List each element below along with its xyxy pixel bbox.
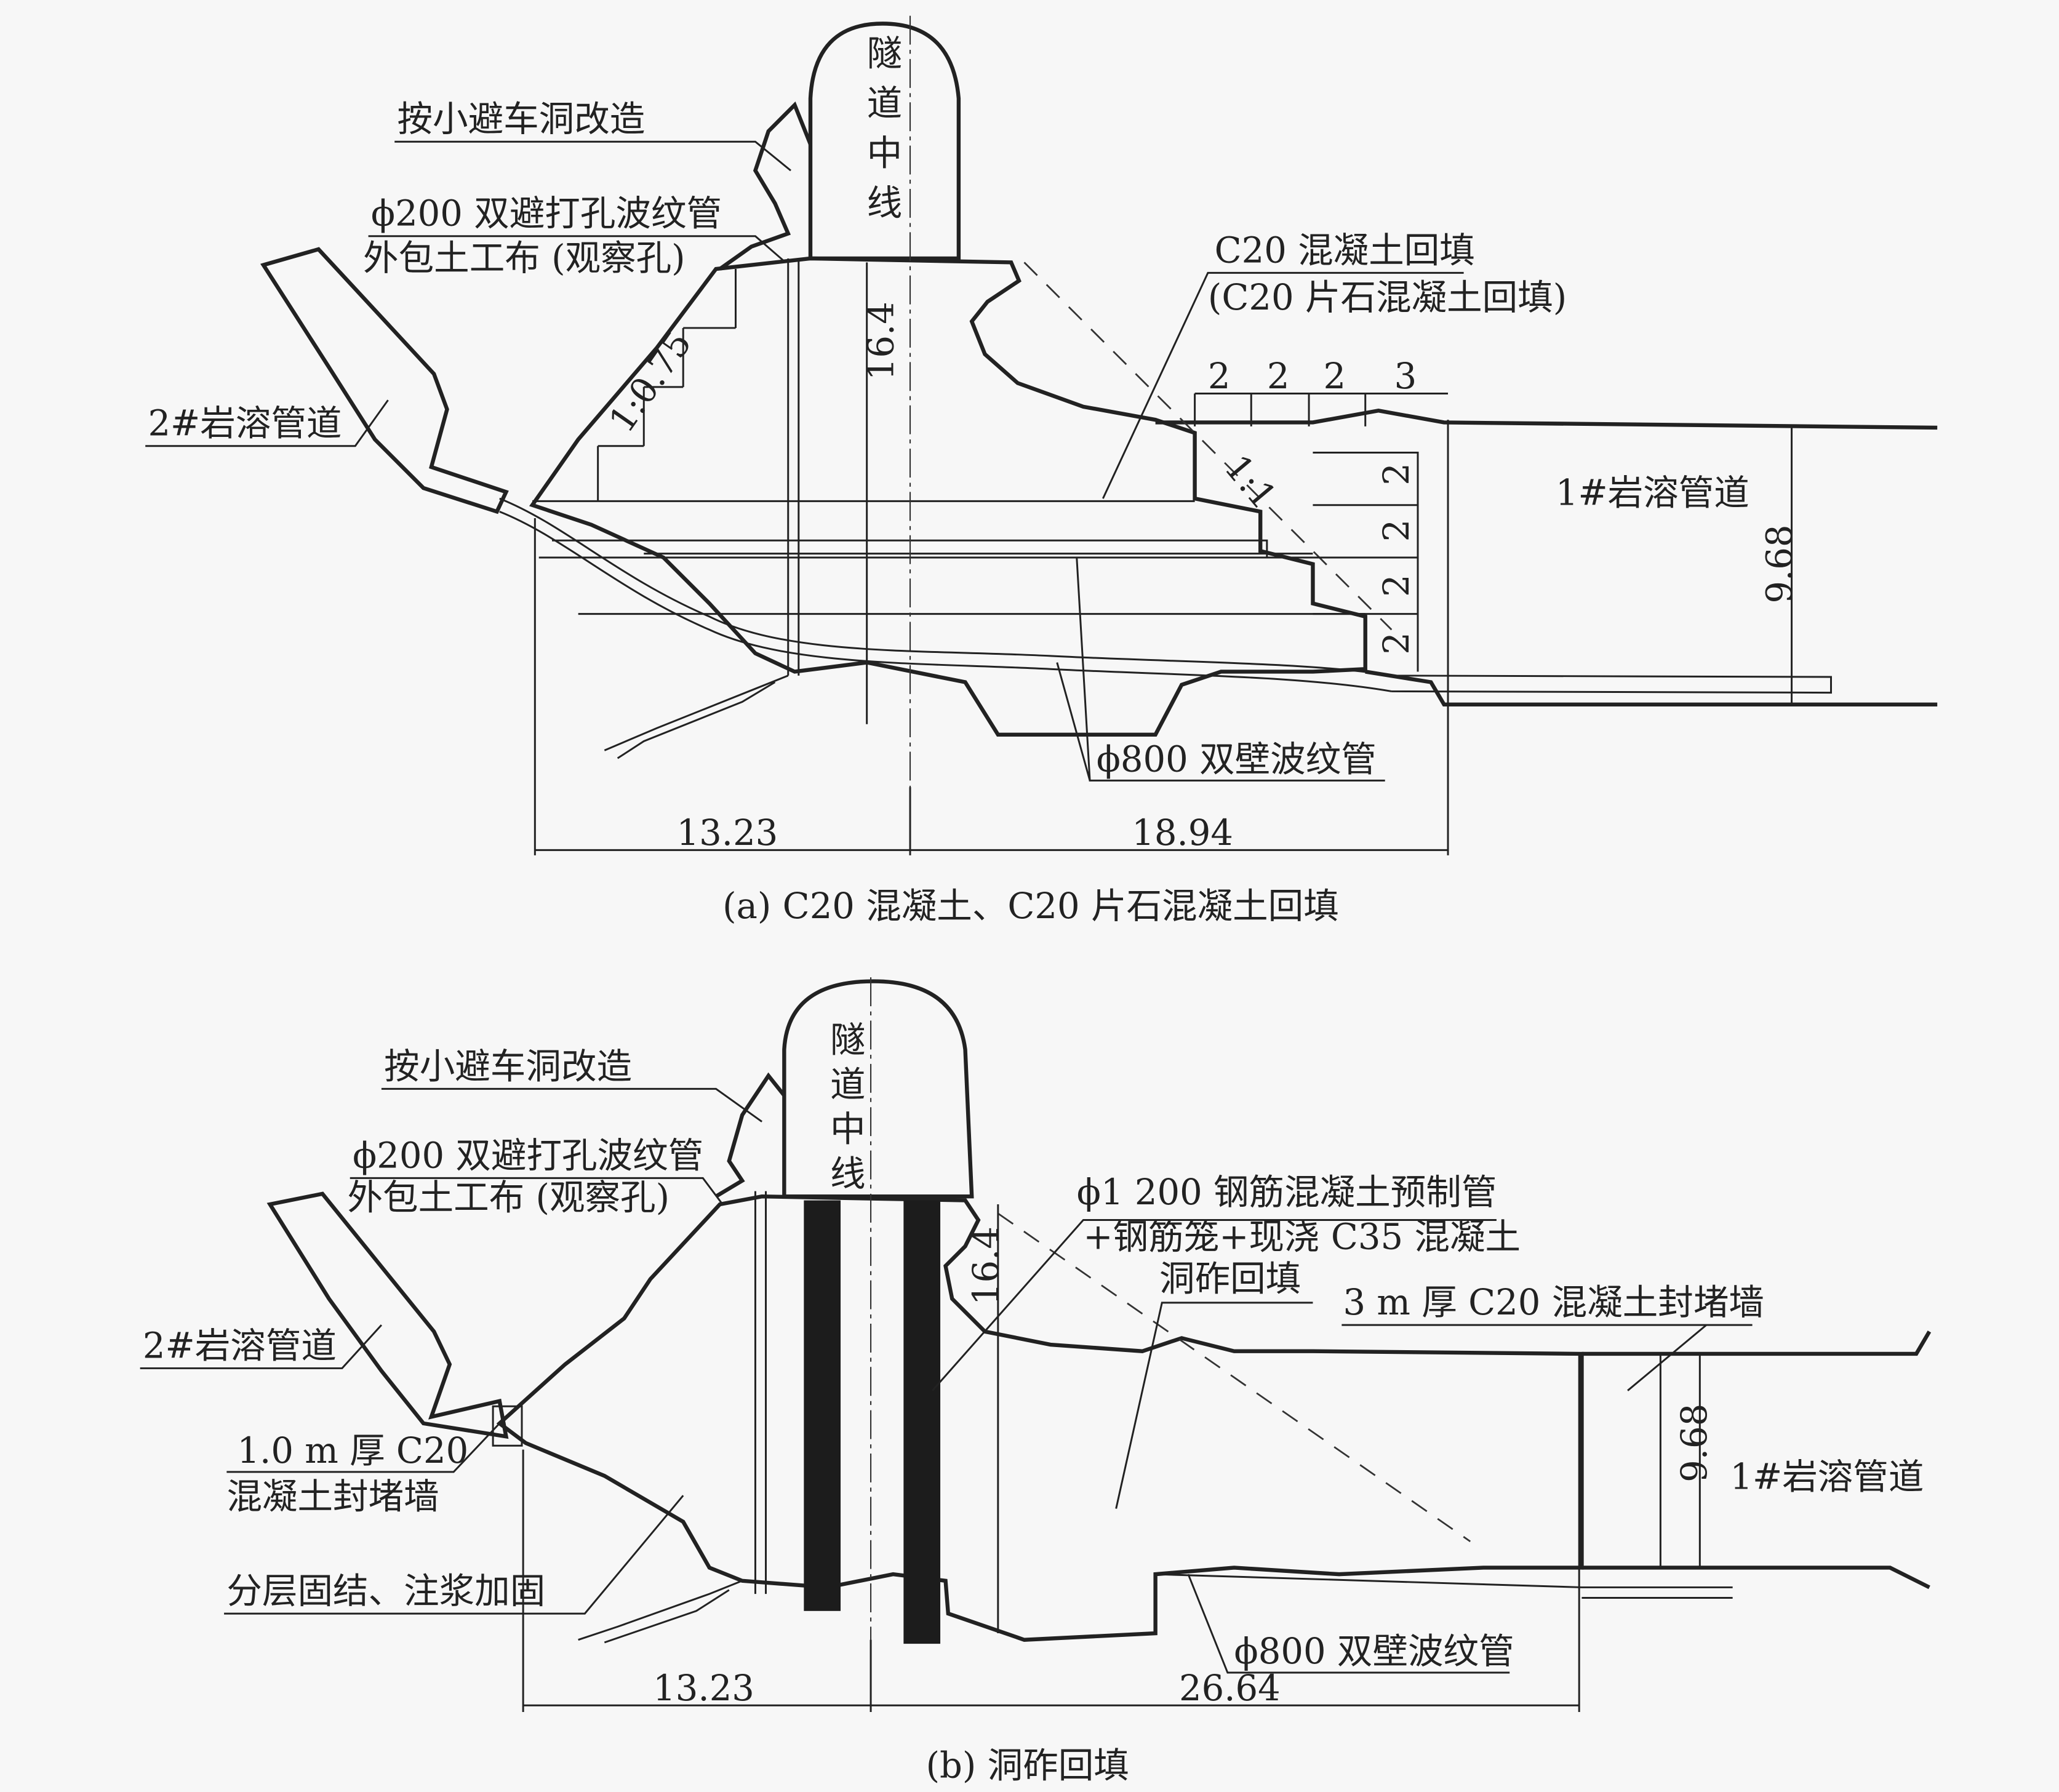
label-pipe-200-2: 外包土工布 (观察孔) [363, 238, 686, 279]
karst-conduit-2-outline-b [266, 1191, 509, 1439]
dim-left-width-b: 13.23 [653, 1668, 754, 1709]
label-karst-2: 2#岩溶管道 [148, 403, 342, 444]
ballast-backfill-area [496, 1194, 1584, 1642]
precast-pipe-wall-right [903, 1200, 941, 1644]
dim-height-conduit-b: 9.68 [1674, 1404, 1715, 1482]
leader-refuge-b [381, 1087, 762, 1122]
label-pipe-800-b: ϕ800 双壁波纹管 [1234, 1631, 1514, 1672]
svg-text:3: 3 [1394, 356, 1417, 397]
svg-text:中: 中 [830, 1109, 866, 1150]
karst-conduit-2-outline [260, 247, 509, 514]
dim-right-width: 18.94 [1132, 812, 1233, 854]
caption-b: (b) 洞砟回填 [926, 1745, 1129, 1786]
label-karst-1-b: 1#岩溶管道 [1730, 1457, 1924, 1498]
leader-wall-3m [1341, 1324, 1753, 1391]
refuge-niche-outline [719, 101, 812, 271]
step-lines [532, 269, 1365, 615]
precast-pipe-wall-left [804, 1200, 841, 1611]
dimension-lines [534, 262, 1793, 855]
dimension-lines-b [522, 1204, 1701, 1712]
pipe-800-b [1155, 1573, 1733, 1599]
svg-text:2: 2 [1267, 356, 1290, 397]
svg-text:道: 道 [830, 1064, 866, 1105]
svg-text:2: 2 [1376, 632, 1417, 655]
leader-ballast [1115, 1302, 1313, 1509]
label-grouting: 分层固结、注浆加固 [226, 1570, 545, 1612]
lower-outlet-b [578, 1580, 743, 1644]
karst-conduit-1-top-b [1581, 1330, 1932, 1356]
observation-pipe [787, 258, 800, 676]
tunnel-outline [808, 22, 961, 261]
centerline-label: 隧 道 中 线 [867, 33, 903, 224]
label-refuge-niche-b: 按小避车洞改造 [384, 1046, 632, 1087]
label-pipe-200-2-b: 外包土工布 (观察孔) [347, 1177, 670, 1218]
dim-left-width: 13.23 [677, 812, 778, 854]
leader-pipe-800 [1056, 557, 1385, 782]
svg-text:隧: 隧 [830, 1020, 866, 1061]
dim-height-center-b: 16.4 [966, 1226, 1007, 1305]
svg-text:线: 线 [830, 1153, 866, 1194]
leader-pipe-200 [368, 235, 786, 263]
leader-wall-1m [226, 1422, 500, 1473]
label-concrete-2: (C20 片石混凝土回填) [1208, 277, 1567, 318]
leader-karst-2-b [140, 1324, 383, 1369]
svg-text:2: 2 [1376, 463, 1417, 486]
label-precast-2: +钢筋笼+现浇 C35 混凝土 [1083, 1216, 1521, 1257]
karst-conduit-1-top [1155, 408, 1938, 430]
svg-text:隧: 隧 [867, 33, 903, 74]
panel-b: 隧 道 中 线 16.4 9.68 13.23 26.64 按小避车洞改造 ϕ2… [140, 977, 1932, 1786]
label-refuge-niche: 按小避车洞改造 [397, 98, 645, 140]
step-width-dims: 2 2 2 3 [1208, 356, 1417, 397]
label-wall-1m-1: 1.0 m 厚 C20 [237, 1430, 468, 1471]
slope-line-b [998, 1212, 1471, 1542]
lower-outlet [604, 674, 789, 759]
caption-a: (a) C20 混凝土、C20 片石混凝土回填 [722, 886, 1339, 927]
svg-text:2: 2 [1208, 356, 1231, 397]
leader-refuge [394, 140, 791, 172]
karst-conduit-1-bottom-b [1581, 1566, 1930, 1590]
label-pipe-200-1: ϕ200 双避打孔波纹管 [371, 193, 722, 234]
svg-text:2: 2 [1376, 574, 1417, 597]
label-wall-3m: 3 m 厚 C20 混凝土封堵墙 [1343, 1282, 1764, 1323]
label-precast-1: ϕ1 200 钢筋混凝土预制管 [1077, 1172, 1497, 1213]
slope-line [1023, 262, 1393, 631]
leader-precast [932, 1219, 1497, 1391]
label-concrete-1: C20 混凝土回填 [1215, 230, 1475, 271]
karst-conduit-1-bottom [1365, 670, 1938, 706]
svg-text:线: 线 [867, 183, 903, 224]
label-karst-2-b: 2#岩溶管道 [143, 1325, 337, 1366]
label-pipe-200-1-b: ϕ200 双避打孔波纹管 [353, 1135, 703, 1176]
label-ballast: 洞砟回填 [1159, 1258, 1301, 1300]
centerline-label-b: 隧 道 中 线 [830, 1020, 866, 1194]
observation-pipe-b [754, 1191, 767, 1594]
concrete-wall-3m [1578, 1353, 1661, 1569]
leader-pipe-800-b [1187, 1574, 1510, 1674]
dim-right-width-b: 26.64 [1179, 1668, 1281, 1709]
slope-left-label: 1:0.75 [601, 324, 700, 440]
leader-pipe-200-b [350, 1177, 724, 1205]
leader-grouting [224, 1495, 684, 1615]
panel-a: 隧 道 中 线 16.4 9.68 13.23 18.94 2 2 2 3 2 [145, 15, 1938, 927]
svg-text:2: 2 [1376, 519, 1417, 542]
label-wall-1m-2: 混凝土封堵墙 [226, 1476, 439, 1518]
leader-karst-2 [145, 399, 389, 447]
svg-text:道: 道 [867, 83, 903, 124]
label-karst-1: 1#岩溶管道 [1556, 473, 1749, 514]
label-pipe-800: ϕ800 双壁波纹管 [1097, 738, 1377, 780]
pipe-800 [499, 497, 1833, 694]
svg-text:中: 中 [867, 133, 903, 174]
concrete-wall-1m [492, 1405, 523, 1447]
leader-concrete [1102, 271, 1464, 499]
concrete-backfill-area [529, 256, 1367, 737]
dim-height-conduit: 9.68 [1759, 524, 1801, 603]
refuge-niche-outline-b [714, 1072, 786, 1198]
svg-text:2: 2 [1324, 356, 1346, 397]
tunnel-outline-b [782, 979, 974, 1199]
dim-height-center: 16.4 [860, 302, 902, 380]
step-height-dims: 2 2 2 2 [1376, 463, 1417, 655]
